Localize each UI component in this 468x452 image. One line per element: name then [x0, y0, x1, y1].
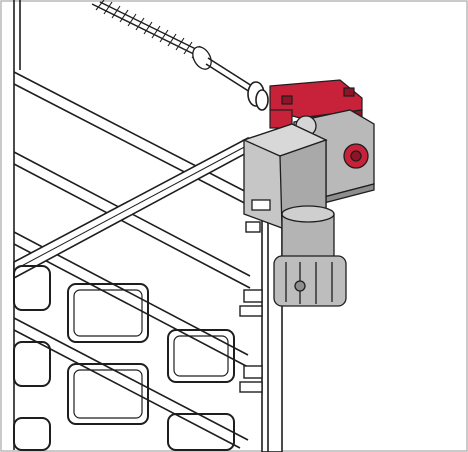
motor-unit-icon — [242, 109, 375, 307]
door-panel-icon — [13, 265, 235, 451]
vertical-frame-post — [261, 187, 283, 452]
drive-shaft-icon — [205, 57, 269, 111]
door-hinges — [239, 221, 263, 393]
torsion-spring-icon — [91, 0, 212, 70]
